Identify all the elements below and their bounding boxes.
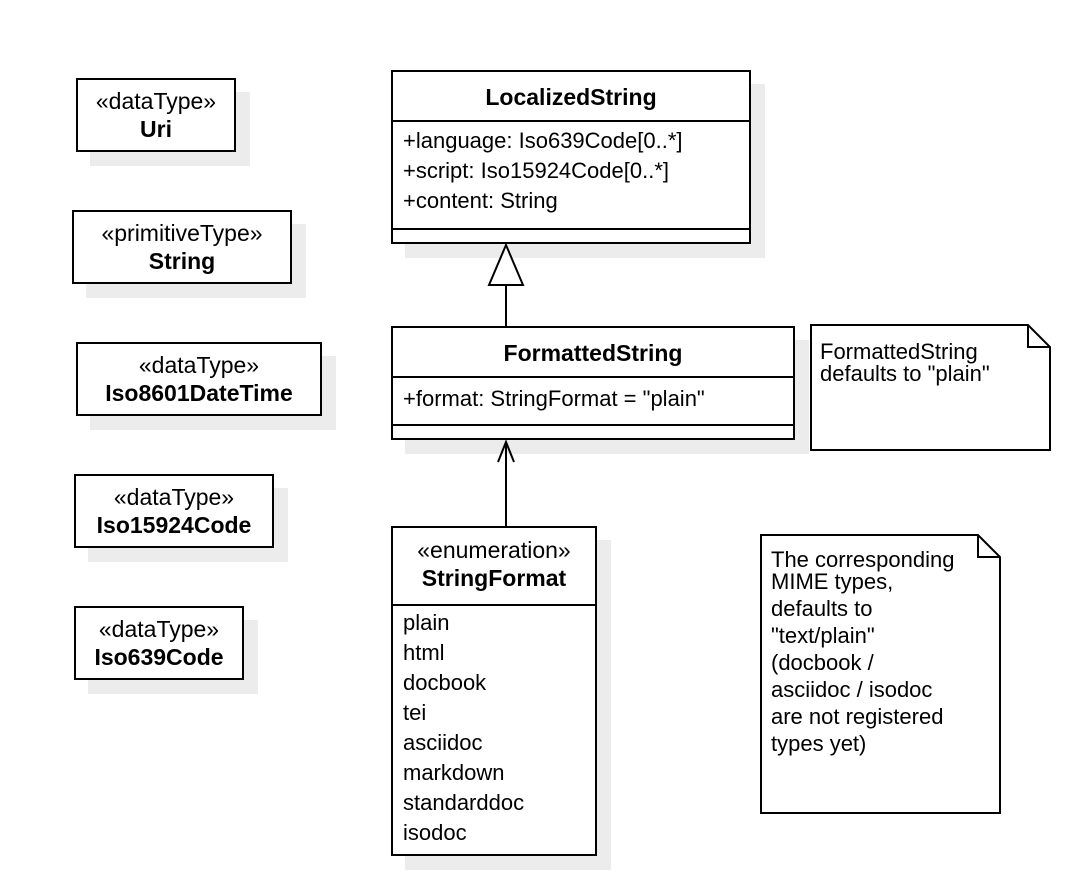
attribute: +script: Iso15924Code[0..*] [403,158,669,183]
enum-literal: markdown [403,760,505,785]
note-line: asciidoc / isodoc [771,677,933,702]
class-name: LocalizedString [485,84,657,110]
stereotype-label: «dataType» [98,616,220,642]
enumeration-string-format[interactable]: «enumeration» StringFormat plain html do… [391,526,597,856]
enum-literal: isodoc [403,820,467,845]
attribute: +language: Iso639Code[0..*] [403,128,683,153]
stereotype-label: «dataType» [138,352,260,378]
note-formatted-string [810,324,1051,451]
class-name: Iso8601DateTime [105,380,293,406]
enum-literal: plain [403,610,450,635]
stereotype-label: «dataType» [113,484,235,510]
attributes-section: +language: Iso639Code[0..*] +script: Iso… [393,120,749,228]
note-line: The corresponding [771,547,955,572]
datatype-iso8601datetime[interactable]: «dataType» Iso8601DateTime [76,342,322,416]
datatype-iso15924code[interactable]: «dataType» Iso15924Code [74,474,274,548]
primitive-type-string[interactable]: «primitiveType» String [72,210,292,284]
note-mime-types [760,534,1001,814]
enum-literal: asciidoc [403,730,483,755]
stereotype-label: «dataType» [95,88,217,114]
datatype-iso639code[interactable]: «dataType» Iso639Code [74,606,244,680]
class-localized-string[interactable]: LocalizedString +language: Iso639Code[0.… [391,70,751,244]
attribute: +format: StringFormat = "plain" [403,386,705,411]
note-line: defaults to "plain" [820,361,990,386]
class-name: Uri [140,116,172,142]
enum-literal: html [403,640,445,665]
operations-section [393,228,749,242]
class-name: StringFormat [421,565,567,591]
operations-section [393,424,793,438]
stereotype-label: «primitiveType» [101,220,263,246]
class-name: Iso15924Code [96,512,252,538]
attributes-section: +format: StringFormat = "plain" [393,376,793,424]
note-line: MIME types, [771,569,894,594]
note-fold-corner [1027,325,1050,348]
note-line: are not registered [771,704,944,729]
stereotype-label: «enumeration» [417,537,571,563]
note-line: defaults to [771,596,873,621]
enum-literal: docbook [403,670,487,695]
note-line: types yet) [771,731,867,756]
enum-literal: standarddoc [403,790,525,815]
class-name: String [148,248,216,274]
datatype-uri[interactable]: «dataType» Uri [76,78,236,152]
class-name: Iso639Code [94,644,224,670]
class-formatted-string[interactable]: FormattedString +format: StringFormat = … [391,326,795,440]
enum-literal: tei [403,700,427,725]
generalization-arrowhead [487,242,525,286]
note-line: FormattedString [820,339,978,364]
class-name: FormattedString [503,340,683,366]
note-line: "text/plain" [771,623,875,648]
note-line: (docbook / [771,650,874,675]
attribute: +content: String [403,188,558,213]
note-fold-corner [977,535,1000,558]
association-arrowhead [497,439,515,463]
literals-section: plain html docbook tei asciidoc markdown… [393,604,595,848]
